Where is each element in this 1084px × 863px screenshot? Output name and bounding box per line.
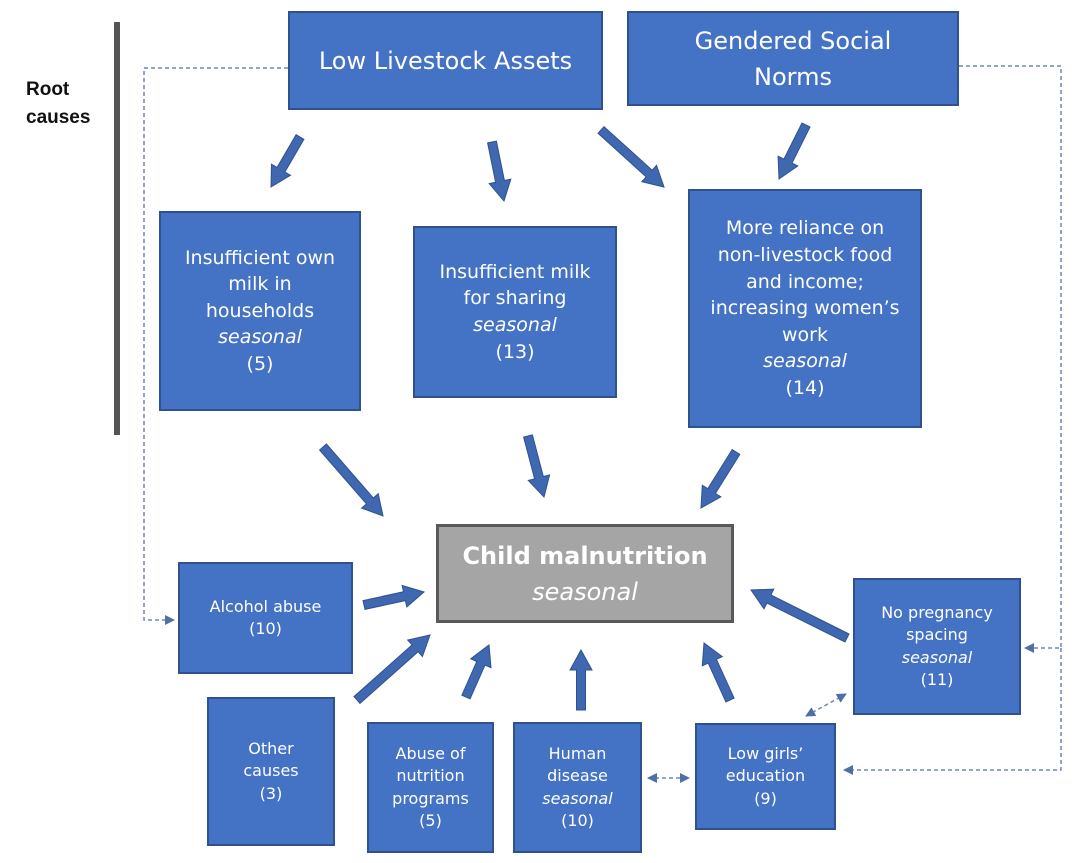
solid-arrows [270,122,850,711]
root-causes-bar [114,22,120,435]
dashed-livestock-to-alcohol [143,67,288,625]
arrow-livestock-to-sharing [487,140,512,203]
node-text: No pregnancy spacing [881,602,993,645]
node-child-malnutrition: Child malnutrition seasonal [436,524,734,623]
node-insufficient-milk-sharing: Insufficient milk for sharing seasonal (… [413,226,617,398]
arrow-other-to-malnutrition [353,634,431,705]
node-text: Insufficient milk for sharing [439,260,591,310]
node-text: Abuse of nutrition programs [392,743,469,808]
node-text: Insufficient own milk in households [184,246,336,322]
node-low-girls-education: Low girls’ education (9) [695,723,836,830]
node-count: (13) [495,340,535,363]
node-text: More reliance on non-livestock food and … [710,217,900,346]
node-seasonal-tag: seasonal [901,647,973,667]
node-seasonal-tag: seasonal [763,350,847,373]
node-seasonal-tag: seasonal [218,326,302,349]
node-count: (5) [246,352,274,375]
arrow-norms-to-reliance [777,122,811,180]
dashed-norms-to-girls-education [843,648,1062,775]
root-causes-label: Root causes [26,79,91,128]
arrow-disease-to-malnutrition [569,648,593,711]
arrow-pregnancy-to-malnutrition [750,588,850,643]
node-count: (9) [754,788,777,808]
node-count: (11) [920,669,954,689]
node-text: Other causes [243,738,299,781]
node-text: Low girls’ education [725,743,806,786]
node-more-reliance: More reliance on non-livestock food and … [688,189,922,428]
node-count: (5) [419,810,442,830]
node-no-pregnancy-spacing: No pregnancy spacing seasonal (11) [853,578,1021,715]
arrow-sharing-to-malnutrition [522,434,551,499]
node-gendered-social-norms: Gendered Social Norms [627,11,959,106]
node-other-causes: Other causes (3) [207,697,335,846]
arrow-reliance-to-malnutrition [700,448,741,509]
arrow-girls-education-to-malnutrition [701,642,735,703]
node-text: Human disease [547,743,608,786]
node-text: Low Livestock Assets [318,46,573,75]
node-insufficient-own-milk: Insufficient own milk in households seas… [159,211,361,411]
dashed-norms-to-pregnancy [959,65,1062,653]
node-low-livestock-assets: Low Livestock Assets [288,11,603,110]
node-text: Child malnutrition [462,541,708,570]
node-abuse-nutrition-programs: Abuse of nutrition programs (5) [367,722,494,853]
node-seasonal-tag: seasonal [542,788,613,808]
node-text: Alcohol abuse [209,596,322,616]
arrow-nutrition-programs-to-malnutrition [461,644,492,700]
node-count: (14) [785,376,825,399]
arrow-livestock-to-own-milk [270,134,305,188]
node-seasonal-tag: seasonal [532,577,638,606]
node-count: (3) [259,783,283,803]
node-seasonal-tag: seasonal [473,314,557,336]
arrow-alcohol-to-malnutrition [362,584,426,610]
dashed-links [143,65,1062,783]
dashed-pregnancy-girls-education [805,693,847,717]
node-human-disease: Human disease seasonal (10) [513,722,642,853]
arrow-own-milk-to-malnutrition [318,443,384,517]
arrow-livestock-to-reliance [597,125,665,188]
node-alcohol-abuse: Alcohol abuse (10) [178,562,353,674]
node-text: Gendered Social Norms [694,26,892,91]
node-count: (10) [561,810,594,830]
node-count: (10) [249,619,282,638]
